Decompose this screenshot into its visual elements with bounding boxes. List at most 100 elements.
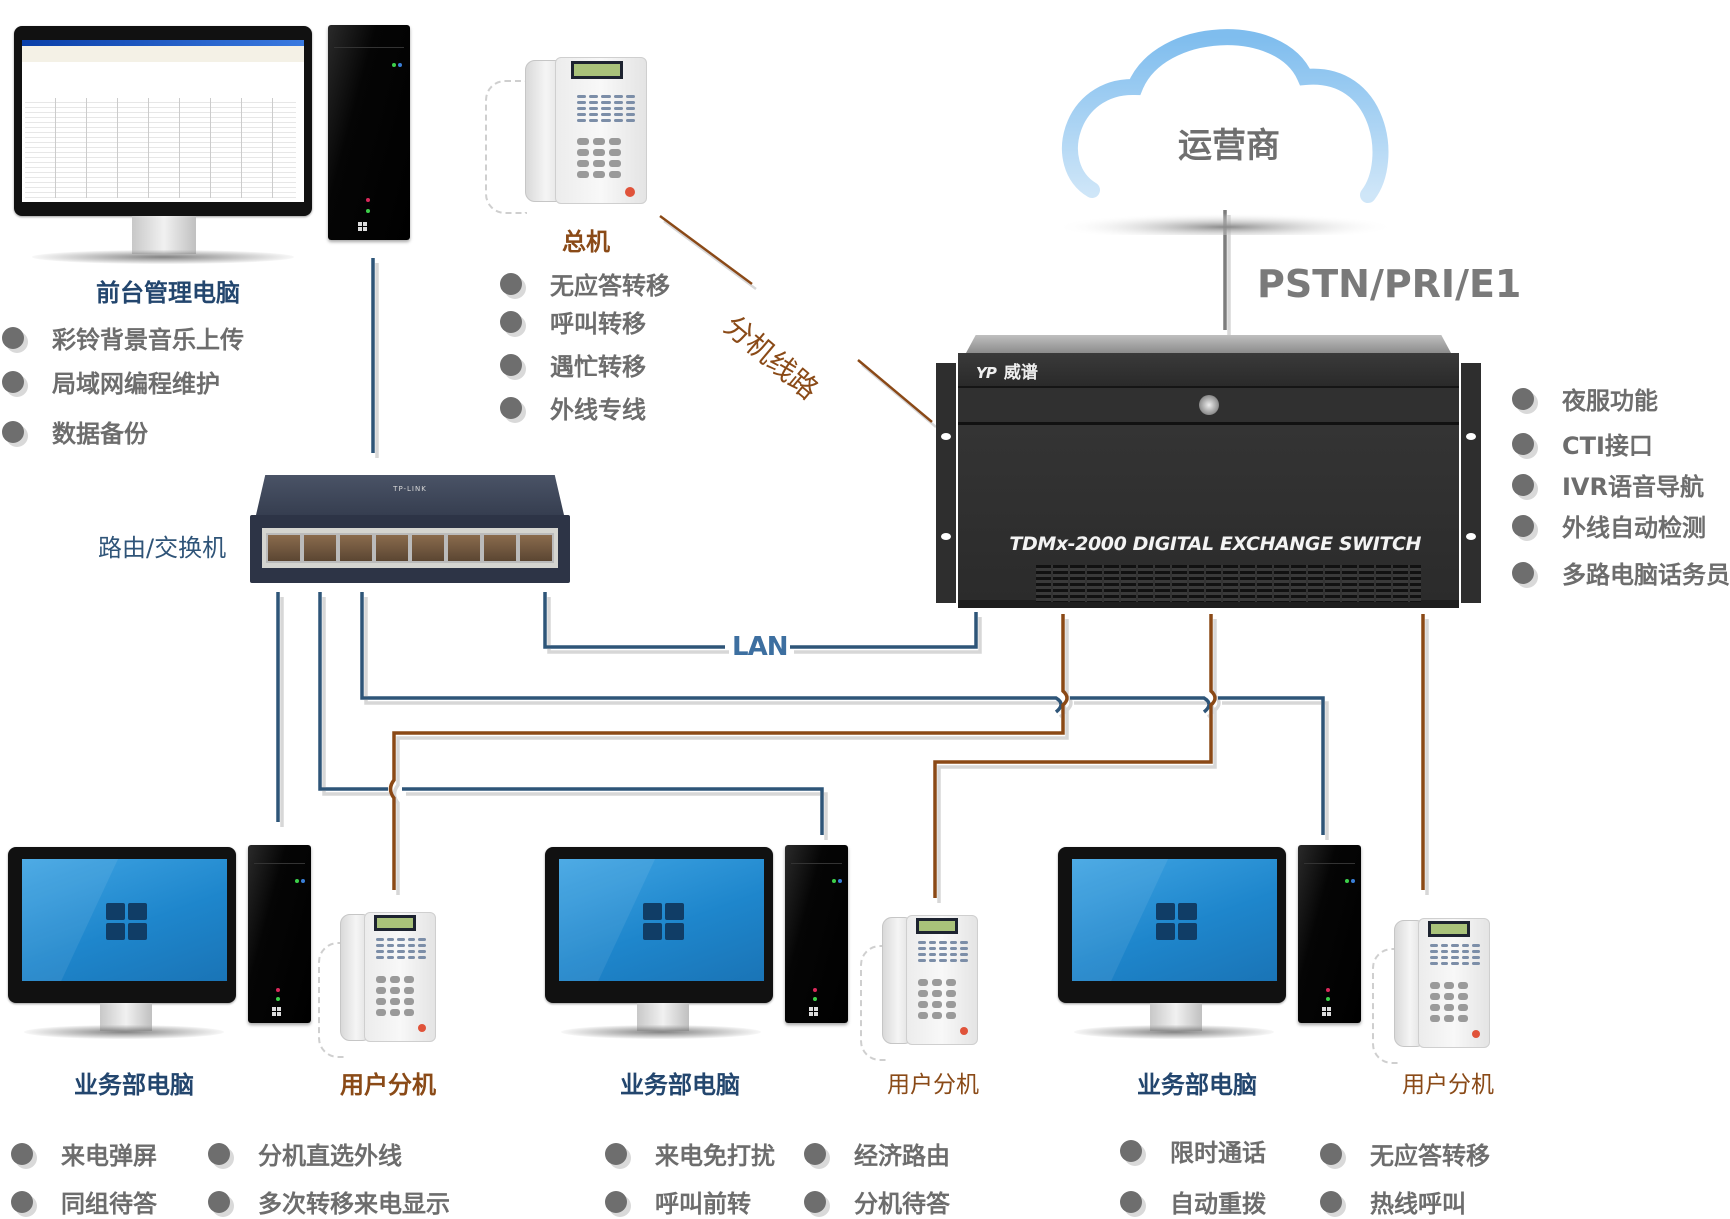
exchange-feature: 多路电脑话务员 bbox=[1512, 555, 1730, 590]
ethernet-port bbox=[338, 533, 374, 563]
front-desk-feature: 数据备份 bbox=[2, 414, 148, 449]
ethernet-port bbox=[446, 533, 482, 563]
business-pc-monitor-3 bbox=[1058, 847, 1286, 1039]
lan-label: LAN bbox=[732, 632, 788, 662]
business-pc-monitor-1 bbox=[8, 847, 236, 1039]
ethernet-port bbox=[266, 533, 302, 563]
group-3-feature: 自动重拨 bbox=[1120, 1184, 1266, 1219]
bullet-icon bbox=[2, 326, 24, 349]
extension-label-1: 用户分机 bbox=[340, 1071, 436, 1099]
main-phone bbox=[485, 55, 647, 215]
main-phone-feature: 无应答转移 bbox=[500, 266, 670, 301]
pstn-label: PSTN/PRI/E1 bbox=[1257, 262, 1522, 306]
group-1-feature: 来电弹屏 bbox=[11, 1136, 157, 1171]
business-pc-label-3: 业务部电脑 bbox=[1137, 1071, 1257, 1099]
windows-logo-icon bbox=[1155, 903, 1200, 943]
front-desk-tower bbox=[328, 25, 410, 240]
lan-line-pc3 bbox=[360, 592, 1325, 835]
bullet-icon bbox=[1320, 1190, 1342, 1213]
bullet-icon bbox=[1120, 1190, 1142, 1213]
cloud-icon bbox=[1055, 29, 1395, 241]
phone-line-main bbox=[659, 214, 933, 423]
main-phone-feature: 呼叫转移 bbox=[500, 304, 646, 339]
bullet-icon bbox=[804, 1190, 826, 1213]
main-phone-label: 总机 bbox=[562, 228, 610, 256]
group-2-feature: 分机待答 bbox=[804, 1184, 950, 1219]
bullet-icon bbox=[2, 370, 24, 393]
bullet-icon bbox=[500, 396, 522, 419]
windows-logo-icon bbox=[358, 222, 368, 231]
windows-logo-icon bbox=[105, 903, 150, 943]
business-pc-tower-2 bbox=[785, 845, 848, 1023]
lan-line-exchange bbox=[543, 592, 978, 649]
bullet-icon bbox=[2, 420, 24, 443]
bullet-icon bbox=[1512, 561, 1534, 584]
group-1-feature: 分机直选外线 bbox=[208, 1136, 402, 1171]
bullet-icon bbox=[1512, 514, 1534, 537]
bullet-icon bbox=[1120, 1139, 1142, 1162]
business-pc-tower-3 bbox=[1298, 845, 1361, 1023]
carrier-cloud bbox=[1050, 15, 1410, 241]
bullet-icon bbox=[11, 1142, 33, 1165]
group-2-feature: 呼叫前转 bbox=[605, 1184, 751, 1219]
exchange-feature: CTI接口 bbox=[1512, 426, 1653, 461]
ethernet-port bbox=[410, 533, 446, 563]
group-3-feature: 无应答转移 bbox=[1320, 1136, 1490, 1171]
lan-line-pc2 bbox=[318, 592, 824, 835]
bullet-icon bbox=[605, 1190, 627, 1213]
exchange-model: TDMx-2000 DIGITAL EXCHANGE SWITCH bbox=[1009, 533, 1421, 555]
exchange-feature: 外线自动检测 bbox=[1512, 508, 1706, 543]
front-desk-monitor bbox=[14, 26, 312, 281]
group-1-feature: 同组待答 bbox=[11, 1184, 157, 1219]
group-1-feature: 多次转移来电显示 bbox=[208, 1184, 450, 1219]
phone-line-ext1 bbox=[388, 614, 1069, 890]
switch-brand: TP-LINK bbox=[393, 485, 427, 493]
management-app-window bbox=[22, 40, 304, 202]
vent-grille bbox=[1036, 565, 1421, 602]
extension-label-2: 用户分机 bbox=[887, 1072, 979, 1098]
front-desk-feature: 局域网编程维护 bbox=[2, 364, 220, 399]
exchange-feature: 夜服功能 bbox=[1512, 381, 1658, 416]
bullet-icon bbox=[500, 272, 522, 295]
windows-logo-icon bbox=[642, 903, 687, 943]
ethernet-port bbox=[482, 533, 518, 563]
business-pc-tower-1 bbox=[248, 845, 311, 1023]
bullet-icon bbox=[500, 310, 522, 333]
business-pc-label-2: 业务部电脑 bbox=[620, 1071, 740, 1099]
bullet-icon bbox=[11, 1190, 33, 1213]
extension-phone-1 bbox=[318, 912, 436, 1058]
bullet-icon bbox=[1512, 387, 1534, 410]
phone-line-ext2 bbox=[933, 614, 1217, 898]
bullet-icon bbox=[208, 1190, 230, 1213]
bullet-icon bbox=[804, 1142, 826, 1165]
ethernet-port bbox=[518, 533, 554, 563]
ethernet-port bbox=[374, 533, 410, 563]
extension-phone-3 bbox=[1372, 918, 1490, 1064]
carrier-label: 运营商 bbox=[1178, 126, 1280, 166]
bullet-icon bbox=[1512, 432, 1534, 455]
windows-logo-icon bbox=[272, 1007, 282, 1016]
bullet-icon bbox=[605, 1142, 627, 1165]
extension-phone-2 bbox=[860, 915, 978, 1061]
front-desk-label: 前台管理电脑 bbox=[96, 279, 240, 307]
windows-logo-icon bbox=[1322, 1007, 1332, 1016]
exchange-feature: IVR语音导航 bbox=[1512, 467, 1704, 502]
business-pc-label-1: 业务部电脑 bbox=[74, 1071, 194, 1099]
bullet-icon bbox=[1320, 1142, 1342, 1165]
main-phone-feature: 外线专线 bbox=[500, 390, 646, 425]
group-3-feature: 热线呼叫 bbox=[1320, 1184, 1466, 1219]
group-3-feature: 限时通话 bbox=[1120, 1133, 1266, 1168]
network-switch: TP-LINK bbox=[250, 475, 570, 585]
windows-logo-icon bbox=[809, 1007, 819, 1016]
ethernet-port bbox=[302, 533, 338, 563]
group-2-feature: 来电免打扰 bbox=[605, 1136, 775, 1171]
lock-icon bbox=[1198, 395, 1219, 415]
business-pc-monitor-2 bbox=[545, 847, 773, 1039]
bullet-icon bbox=[1512, 473, 1534, 496]
front-desk-feature: 彩铃背景音乐上传 bbox=[2, 320, 244, 355]
group-2-feature: 经济路由 bbox=[804, 1136, 950, 1171]
extension-label-3: 用户分机 bbox=[1402, 1072, 1494, 1098]
